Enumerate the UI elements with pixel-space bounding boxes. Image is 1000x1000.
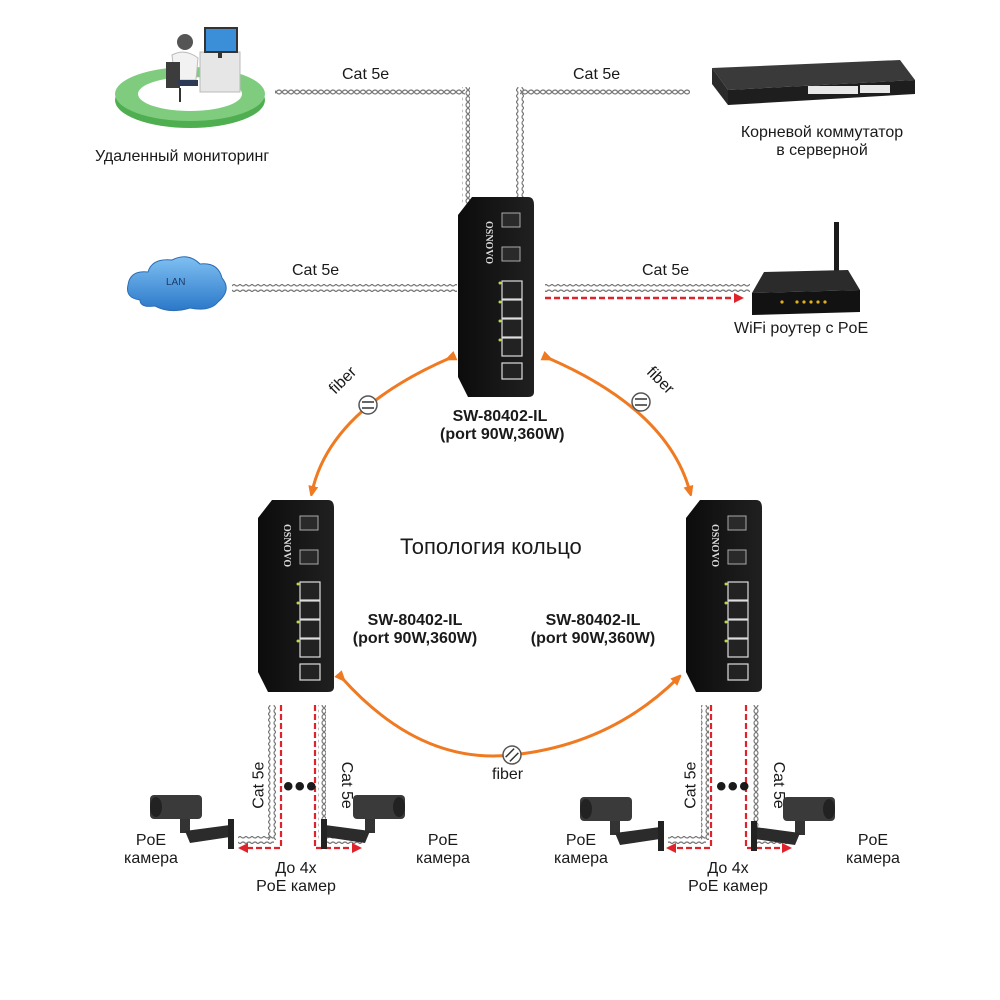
svg-text:OSNOVO: OSNOVO [709, 524, 720, 567]
camera-icon [580, 797, 664, 851]
root-switch-label: Корневой коммутатор в серверной [722, 124, 922, 161]
switch-right-icon: OSNOVO [686, 500, 762, 692]
poe-arrow-camera [313, 705, 362, 853]
camera-label-line1: PoE [857, 832, 889, 849]
router-icon [752, 222, 860, 315]
camera-label: PoE камера [124, 832, 178, 869]
svg-text:OSNOVO: OSNOVO [483, 221, 494, 264]
rack-switch-icon [712, 60, 915, 105]
camera-label-line2: камера [846, 850, 900, 868]
cable-label-lan: Cat 5e [292, 262, 340, 279]
fiber-connector-icon [631, 392, 651, 412]
cloud-icon [127, 256, 227, 312]
fiber-connector-icon [358, 395, 378, 415]
switch-left-model: SW-80402-IL [367, 612, 463, 629]
cable-lan [232, 284, 457, 292]
wifi-router-label: WiFi роутер с PoE [734, 320, 869, 337]
camera-label: PoE камера [846, 832, 900, 869]
switch-right-ports: (port 90W,360W) [530, 630, 656, 648]
camera-label-line1: PoE [135, 832, 167, 849]
camera-count-line2: PoE камер [688, 878, 768, 896]
switch-top-label: SW-80402-IL (port 90W,360W) [440, 408, 565, 445]
fiber-connector-icon [502, 745, 522, 765]
camera-label: PoE камера [554, 832, 608, 869]
switch-left-icon: OSNOVO [258, 500, 334, 692]
cable-label-camera: Cat 5e [250, 761, 268, 809]
cable-label-camera: Cat 5e [682, 761, 700, 809]
camera-count-label: До 4х PoE камер [678, 860, 778, 897]
topology-title: Топология кольцо [400, 534, 582, 559]
cable-label-camera: Cat 5e [769, 761, 787, 809]
camera-count-line1: До 4х [275, 860, 317, 877]
more-cameras-ellipsis: ••• [716, 770, 751, 803]
poe-arrow-camera [238, 705, 283, 853]
switch-top-ports: (port 90W,360W) [440, 426, 565, 444]
camera-icon [751, 797, 835, 851]
switch-left-label: SW-80402-IL (port 90W,360W) [340, 612, 490, 649]
camera-label-line1: PoE [427, 832, 459, 849]
camera-icon [321, 795, 405, 849]
cable-router [545, 284, 750, 303]
fiber-link-bottom [342, 678, 678, 758]
switch-top-model: SW-80402-IL [452, 408, 548, 425]
camera-count-label: До 4х PoE камер [246, 860, 346, 897]
workstation-icon [115, 27, 265, 128]
cable-label-camera: Cat 5e [337, 761, 355, 809]
poe-arrow-camera [666, 705, 713, 853]
cable-label-router: Cat 5e [642, 262, 690, 279]
camera-label: PoE камера [416, 832, 470, 869]
svg-text:OSNOVO: OSNOVO [281, 524, 292, 567]
root-switch-label-line1: Корневой коммутатор [740, 124, 904, 141]
fiber-label-bottom: fiber [492, 766, 524, 783]
poe-arrow-camera [744, 705, 792, 853]
switch-right-label: SW-80402-IL (port 90W,360W) [518, 612, 668, 649]
camera-cables-left-group [238, 705, 362, 853]
camera-icon [150, 795, 234, 849]
fiber-link-left [312, 358, 450, 492]
cable-monitoring [275, 87, 470, 205]
switch-right-model: SW-80402-IL [545, 612, 641, 629]
camera-count-line2: PoE камер [256, 878, 336, 896]
remote-monitoring-label: Удаленный мониторинг [95, 148, 270, 165]
camera-count-line1: До 4х [707, 860, 749, 877]
camera-label-line2: камера [554, 850, 608, 868]
camera-label-line2: камера [124, 850, 178, 868]
camera-label-line2: камера [416, 850, 470, 868]
lan-label: LAN [166, 277, 186, 288]
switch-top-icon: OSNOVO [458, 197, 534, 397]
root-switch-label-line2: в серверной [776, 142, 868, 160]
switch-left-ports: (port 90W,360W) [352, 630, 478, 648]
cable-label-monitoring: Cat 5e [342, 66, 390, 83]
fiber-link-right [548, 358, 690, 492]
cable-label-root: Cat 5e [573, 66, 621, 83]
cable-root-switch [516, 87, 690, 205]
more-cameras-ellipsis: ••• [283, 770, 318, 803]
camera-label-line1: PoE [565, 832, 597, 849]
